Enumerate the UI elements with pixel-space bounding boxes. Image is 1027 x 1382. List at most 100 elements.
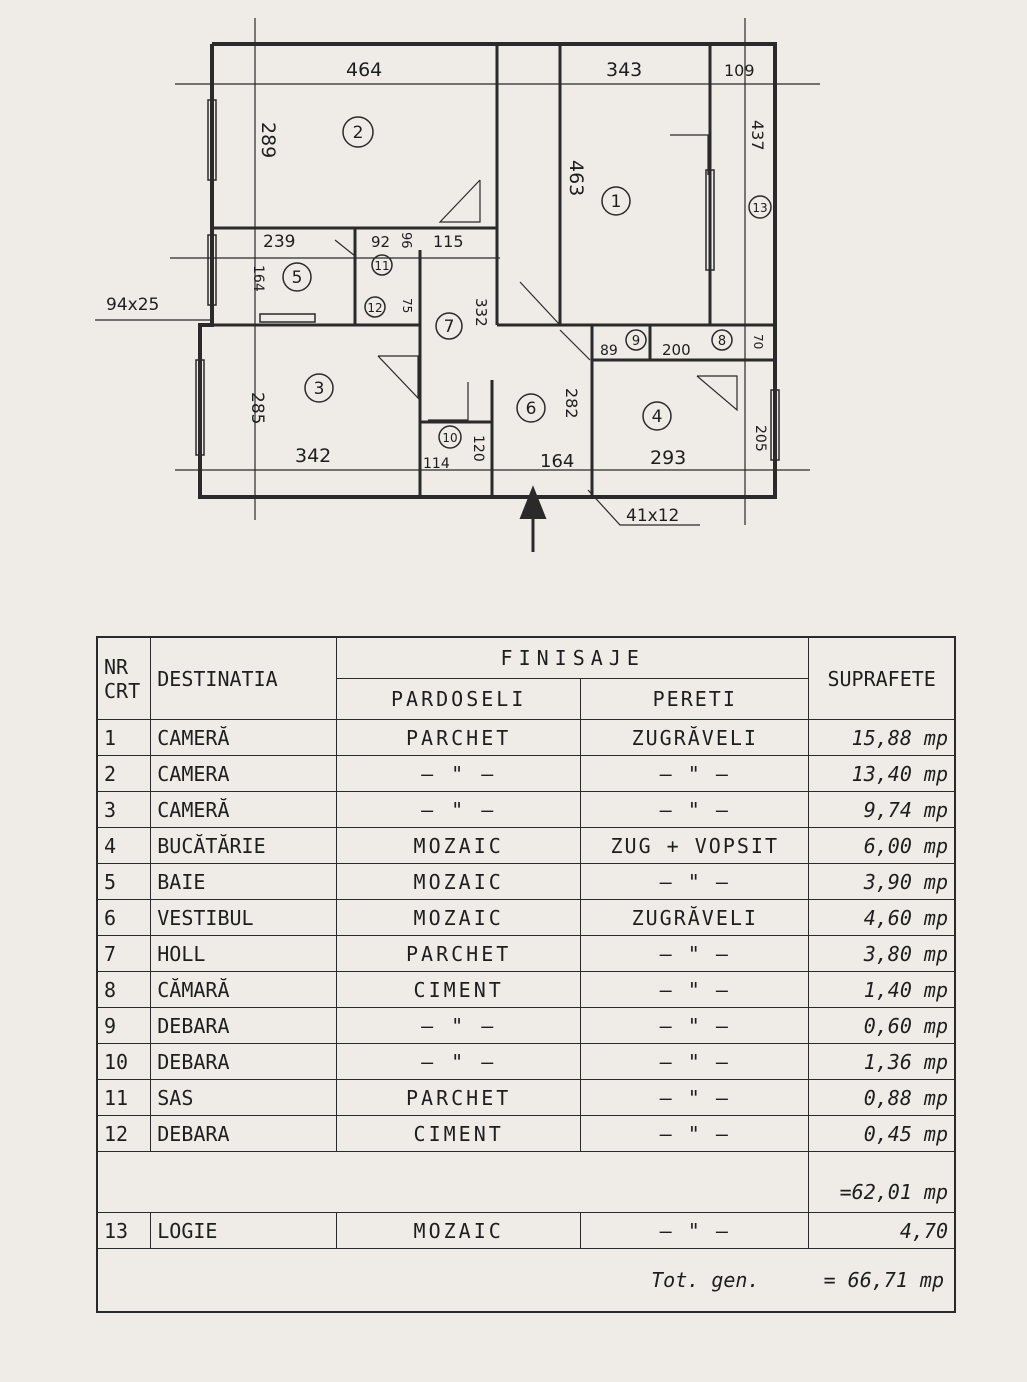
row-pardoseli: — " — [336, 755, 582, 792]
room-number-9: 9 [632, 334, 640, 349]
row-pereti: ZUG + VOPSIT [580, 827, 810, 864]
header-pardoseli: PARDOSELI [336, 678, 582, 720]
header-nr: NR CRT [96, 636, 152, 720]
row-suprafata: 1,36 mp [808, 1043, 956, 1080]
dim-r10-width: 114 [423, 456, 450, 472]
dim-r4-width: 293 [650, 447, 686, 469]
row-nr: 9 [96, 1007, 152, 1044]
row-destinatia: DEBARA [150, 1115, 338, 1152]
row-nr: 8 [96, 971, 152, 1008]
room-number-3: 3 [314, 379, 325, 399]
row-destinatia: CAMERA [150, 755, 338, 792]
logie-row: 13 LOGIE MOZAIC — " — 4,70 [96, 1212, 956, 1249]
dim-r1-height: 463 [565, 160, 587, 196]
header-nr-line1: NR [104, 654, 129, 679]
total-cell: Tot. gen. = 66,71 mp [96, 1248, 956, 1313]
header-pereti: PERETI [580, 678, 810, 720]
dim-r5-height: 164 [250, 265, 266, 292]
row-pardoseli: MOZAIC [336, 827, 582, 864]
row-pardoseli: PARCHET [336, 1079, 582, 1116]
row-suprafata: 1,40 mp [808, 971, 956, 1008]
room-number-4: 4 [652, 407, 663, 427]
room-number-10: 10 [442, 431, 457, 445]
dim-door: 41x12 [626, 506, 679, 526]
row-nr: 12 [96, 1115, 152, 1152]
row-pereti: — " — [580, 1115, 810, 1152]
row-suprafata: 4,60 mp [808, 899, 956, 936]
logie-pereti: — " — [580, 1212, 810, 1249]
row-nr: 2 [96, 755, 152, 792]
dim-r6-width: 164 [540, 451, 574, 472]
entry-arrow-icon [519, 485, 700, 552]
row-pereti: — " — [580, 935, 810, 972]
logie-dest: LOGIE [150, 1212, 338, 1249]
dimension-labels: 464 343 109 289 463 437 239 92 96 115 16… [106, 59, 768, 526]
row-nr: 7 [96, 935, 152, 972]
room-number-circles [282, 116, 772, 449]
table-header-row-2: PARDOSELI PERETI [97, 678, 955, 720]
subtotal-row: =62,01 mp [96, 1151, 956, 1213]
dim-r3-width: 342 [295, 445, 331, 467]
row-destinatia: BAIE [150, 863, 338, 900]
row-suprafata: 0,88 mp [808, 1079, 956, 1116]
row-suprafata: 6,00 mp [808, 827, 956, 864]
room-number-8: 8 [718, 334, 726, 349]
dim-r11-width: 92 [371, 233, 390, 251]
row-nr: 5 [96, 863, 152, 900]
row-suprafata: 15,88 mp [808, 719, 956, 756]
outer-walls [198, 42, 777, 499]
dim-r13-height: 437 [748, 120, 767, 151]
room-number-2: 2 [353, 123, 364, 143]
row-pardoseli: MOZAIC [336, 899, 582, 936]
room-number-7: 7 [444, 317, 455, 337]
interior-walls [212, 44, 775, 497]
row-nr: 6 [96, 899, 152, 936]
header-nr-line2: CRT [104, 678, 141, 703]
row-pardoseli: — " — [336, 791, 582, 828]
row-pardoseli: CIMENT [336, 1115, 582, 1152]
windows [195, 99, 780, 461]
dim-r8-small: 70 [751, 334, 765, 349]
subtotal-value: =62,01 mp [808, 1151, 956, 1213]
row-destinatia: CAMERĂ [150, 791, 338, 828]
dim-r7-height: 332 [472, 298, 490, 327]
dim-r2-height: 289 [257, 122, 279, 158]
row-destinatia: HOLL [150, 935, 338, 972]
logie-supr: 4,70 [808, 1212, 956, 1249]
row-pardoseli: PARCHET [336, 935, 582, 972]
row-destinatia: VESTIBUL [150, 899, 338, 936]
row-nr: 3 [96, 791, 152, 828]
row-suprafata: 3,80 mp [808, 935, 956, 972]
logie-nr: 13 [96, 1212, 152, 1249]
subtotal-spacer [96, 1151, 810, 1213]
row-suprafata: 9,74 mp [808, 791, 956, 828]
row-pereti: — " — [580, 791, 810, 828]
row-pardoseli: CIMENT [336, 971, 582, 1008]
row-pereti: — " — [580, 971, 810, 1008]
row-pardoseli: — " — [336, 1007, 582, 1044]
dim-r9-width: 89 [600, 343, 618, 359]
row-pereti: — " — [580, 1043, 810, 1080]
row-pardoseli: — " — [336, 1043, 582, 1080]
row-pereti: — " — [580, 755, 810, 792]
row-destinatia: SAS [150, 1079, 338, 1116]
header-finisaje: FINISAJE [336, 636, 810, 679]
row-destinatia: DEBARA [150, 1043, 338, 1080]
room-number-1: 1 [611, 192, 622, 212]
dim-r3-height: 285 [247, 392, 267, 424]
row-destinatia: CĂMARĂ [150, 971, 338, 1008]
row-nr: 4 [96, 827, 152, 864]
dim-r12-mark: 96 [398, 232, 413, 249]
row-nr: 1 [96, 719, 152, 756]
row-suprafata: 13,40 mp [808, 755, 956, 792]
row-nr: 10 [96, 1043, 152, 1080]
